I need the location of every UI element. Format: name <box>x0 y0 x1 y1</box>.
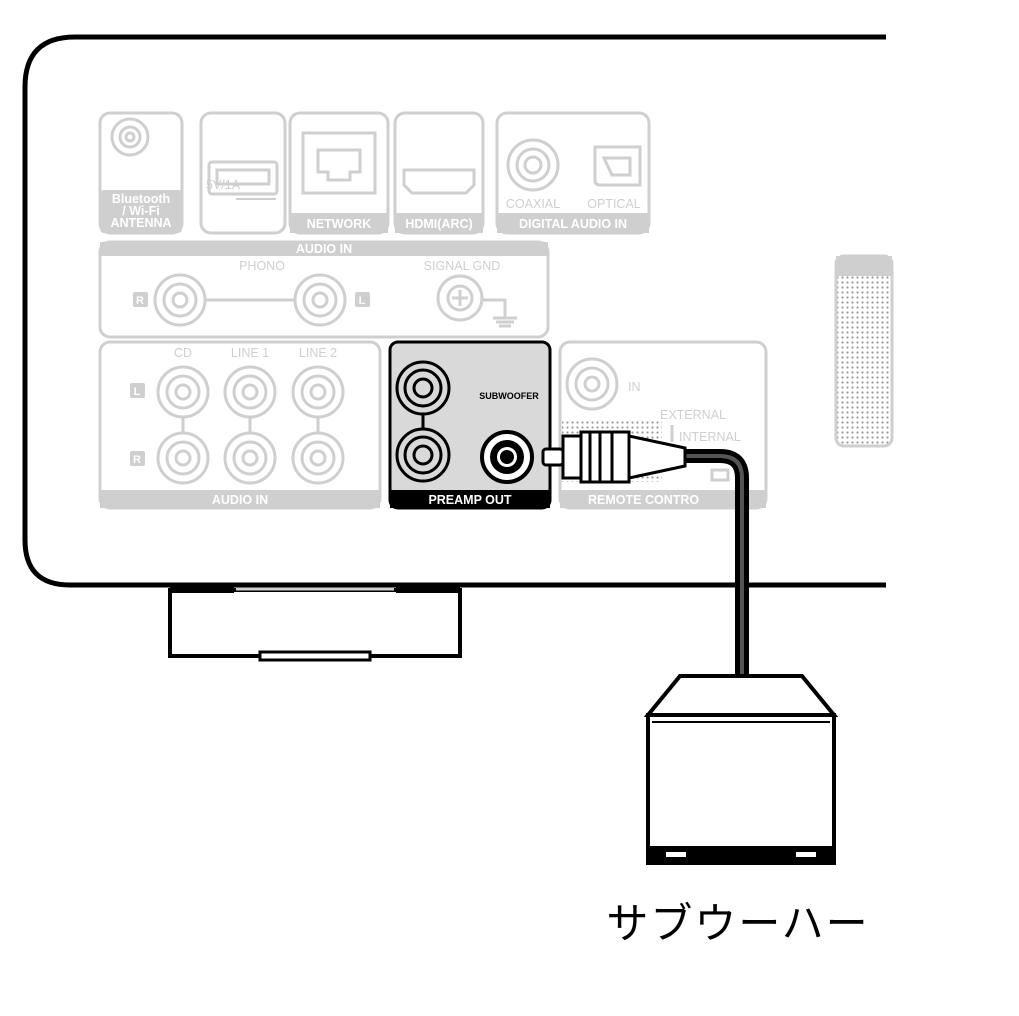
optical-label: OPTICAL <box>587 197 641 211</box>
receiver-foot <box>168 588 462 658</box>
rca-plug <box>541 430 687 484</box>
remote-in-label: IN <box>628 380 641 394</box>
coaxial-label: COAXIAL <box>506 197 560 211</box>
audio-in-bottom-label: AUDIO IN <box>212 493 268 507</box>
internal-label: INTERNAL <box>679 430 741 444</box>
line1-label: LINE 1 <box>231 346 269 360</box>
line-in-panel <box>98 340 382 510</box>
network-label: NETWORK <box>307 217 372 231</box>
usb-panel <box>199 111 287 235</box>
vent-grille <box>834 254 894 448</box>
antenna-label-line2: / Wi-Fi <box>122 204 159 218</box>
subwoofer-icon <box>643 674 839 865</box>
phono-label: PHONO <box>239 259 285 273</box>
digital-audio-in-label: DIGITAL AUDIO IN <box>519 217 627 231</box>
preamp-out-panel <box>388 340 552 510</box>
coaxial-jack-icon <box>506 138 560 192</box>
phono-l-label: L <box>359 295 366 307</box>
antenna-connector-icon <box>110 117 150 157</box>
signal-gnd-label: SIGNAL GND <box>424 259 501 273</box>
cd-label: CD <box>174 346 192 360</box>
subwoofer-caption: サブウーハー <box>606 899 870 948</box>
preamp-out-label: PREAMP OUT <box>428 493 511 507</box>
signal-gnd-terminal <box>436 274 484 322</box>
usb-label: 5V/1A <box>206 178 241 192</box>
usb-port-icon <box>207 160 279 196</box>
phono-r-label: R <box>136 295 144 307</box>
optical-port-icon <box>593 145 642 187</box>
antenna-label-line1: Bluetooth <box>112 192 170 206</box>
audio-in-top-label: AUDIO IN <box>296 242 352 256</box>
subwoofer-jack-label: SUBWOOFER <box>479 391 539 401</box>
hdmi-port-icon <box>402 168 476 195</box>
subwoofer-cable <box>541 430 749 680</box>
external-label: EXTERNAL <box>660 408 726 422</box>
subwoofer-jack[interactable] <box>480 430 534 484</box>
remote-control-label: REMOTE CONTRO <box>588 493 699 507</box>
line-l-label: L <box>134 386 141 398</box>
ethernet-port-icon <box>301 131 377 195</box>
receiver-body <box>22 34 886 662</box>
hdmi-label: HDMI(ARC) <box>405 217 472 231</box>
line-r-label: R <box>133 454 141 466</box>
line2-label: LINE 2 <box>299 346 337 360</box>
antenna-label-line3: ANTENNA <box>110 216 171 230</box>
remote-in-jack <box>565 357 619 411</box>
